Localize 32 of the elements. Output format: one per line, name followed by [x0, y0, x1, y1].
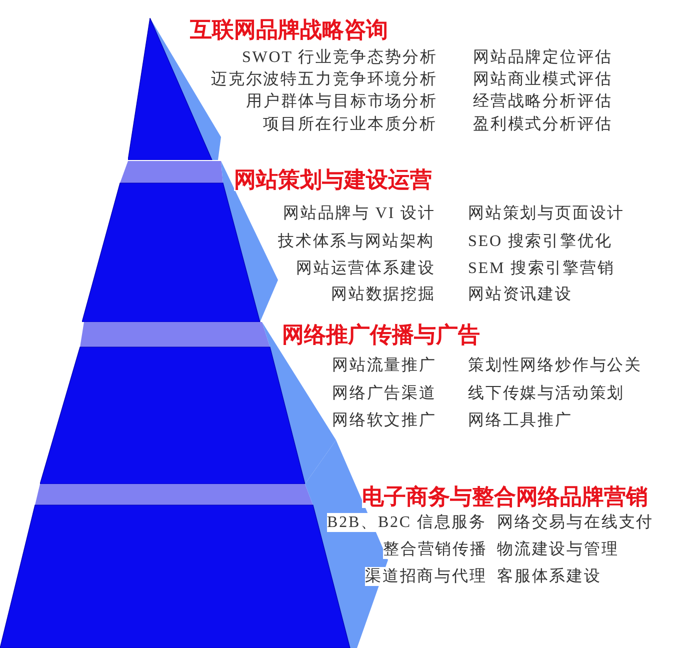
list-item: 网站运营体系建设 — [296, 258, 436, 278]
list-item: 网站商业模式评估 — [473, 70, 612, 89]
list-item: 网站品牌定位评估 — [473, 48, 612, 67]
list-item: 网站品牌与 VI 设计 — [283, 204, 436, 223]
tier-heading: 互联网品牌战略咨询 — [190, 19, 388, 41]
list-item: 迈克尔波特五力竞争环境分析 — [211, 70, 438, 89]
list-item: 整合营销传播 — [383, 540, 488, 559]
list-item: 线下传媒与活动策划 — [468, 384, 625, 403]
list-item: 网络软文推广 — [332, 410, 436, 430]
list-item: SEO 搜索引擎优化 — [468, 232, 612, 251]
list-item: 技术体系与网站架构 — [278, 232, 435, 251]
list-item: 经营战略分析评估 — [473, 92, 612, 111]
list-item: 网站数据挖掘 — [331, 284, 436, 304]
tier-heading: 网站策划与建设运营 — [234, 169, 432, 191]
list-item: SEM 搜索引擎营销 — [468, 258, 615, 278]
list-item: 网络交易与在线支付 — [497, 512, 654, 532]
list-item: B2B、B2C 信息服务 — [327, 512, 486, 532]
list-item: 网站流量推广 — [332, 356, 436, 375]
list-item: 网站资讯建设 — [468, 284, 572, 304]
tier-heading: 网络推广传播与广告 — [282, 324, 480, 346]
list-item: 用户群体与目标市场分析 — [246, 92, 438, 111]
list-item: 项目所在行业本质分析 — [263, 114, 437, 134]
tier-heading: 电子商务与整合网络品牌营销 — [362, 486, 648, 508]
list-item: 策划性网络炒作与公关 — [468, 356, 642, 375]
list-item: 物流建设与管理 — [497, 540, 619, 559]
list-item: 网络广告渠道 — [332, 384, 436, 403]
list-item: 盈利模式分析评估 — [473, 114, 612, 134]
list-item: 渠道招商与代理 — [365, 566, 487, 586]
list-item: 网站策划与页面设计 — [468, 204, 625, 223]
list-item: SWOT 行业竞争态势分析 — [242, 48, 438, 67]
list-item: 客服体系建设 — [497, 566, 602, 586]
list-item: 网络工具推广 — [468, 410, 572, 430]
